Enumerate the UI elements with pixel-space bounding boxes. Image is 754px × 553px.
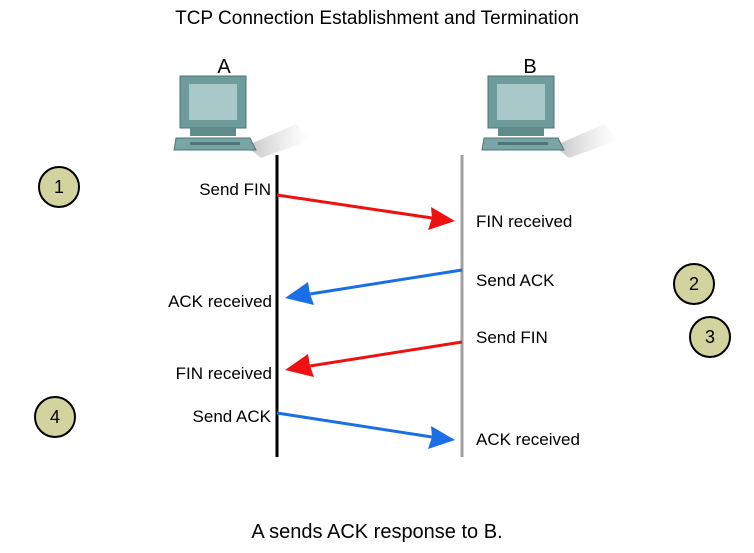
label-b-ack-received: ACK received [476, 430, 580, 449]
label-a-send-fin: Send FIN [199, 180, 271, 199]
diagram-caption: A sends ACK response to B. [251, 521, 503, 543]
fin-arrow-b-to-a [285, 340, 463, 377]
host-b-label: B [523, 56, 537, 78]
computer-icon [481, 75, 619, 158]
step-marker-3: 3 [689, 316, 731, 358]
label-b-send-fin: Send FIN [476, 328, 548, 347]
label-b-send-ack: Send ACK [476, 271, 555, 290]
ack-arrow-a-to-b [276, 411, 455, 449]
step-marker-4: 4 [34, 396, 76, 438]
host-a-label: A [217, 56, 231, 78]
step-marker-2: 2 [673, 263, 715, 305]
label-a-ack-received: ACK received [168, 292, 272, 311]
fin-arrow-a-to-b [276, 193, 455, 230]
label-a-send-ack: Send ACK [192, 407, 271, 426]
label-b-fin-received: FIN received [476, 212, 573, 231]
ack-arrow-b-to-a [285, 268, 463, 305]
computer-icon [173, 75, 311, 158]
step-marker-1: 1 [38, 166, 80, 208]
diagram-title: TCP Connection Establishment and Termina… [175, 8, 579, 29]
label-a-fin-received: FIN received [175, 364, 272, 383]
